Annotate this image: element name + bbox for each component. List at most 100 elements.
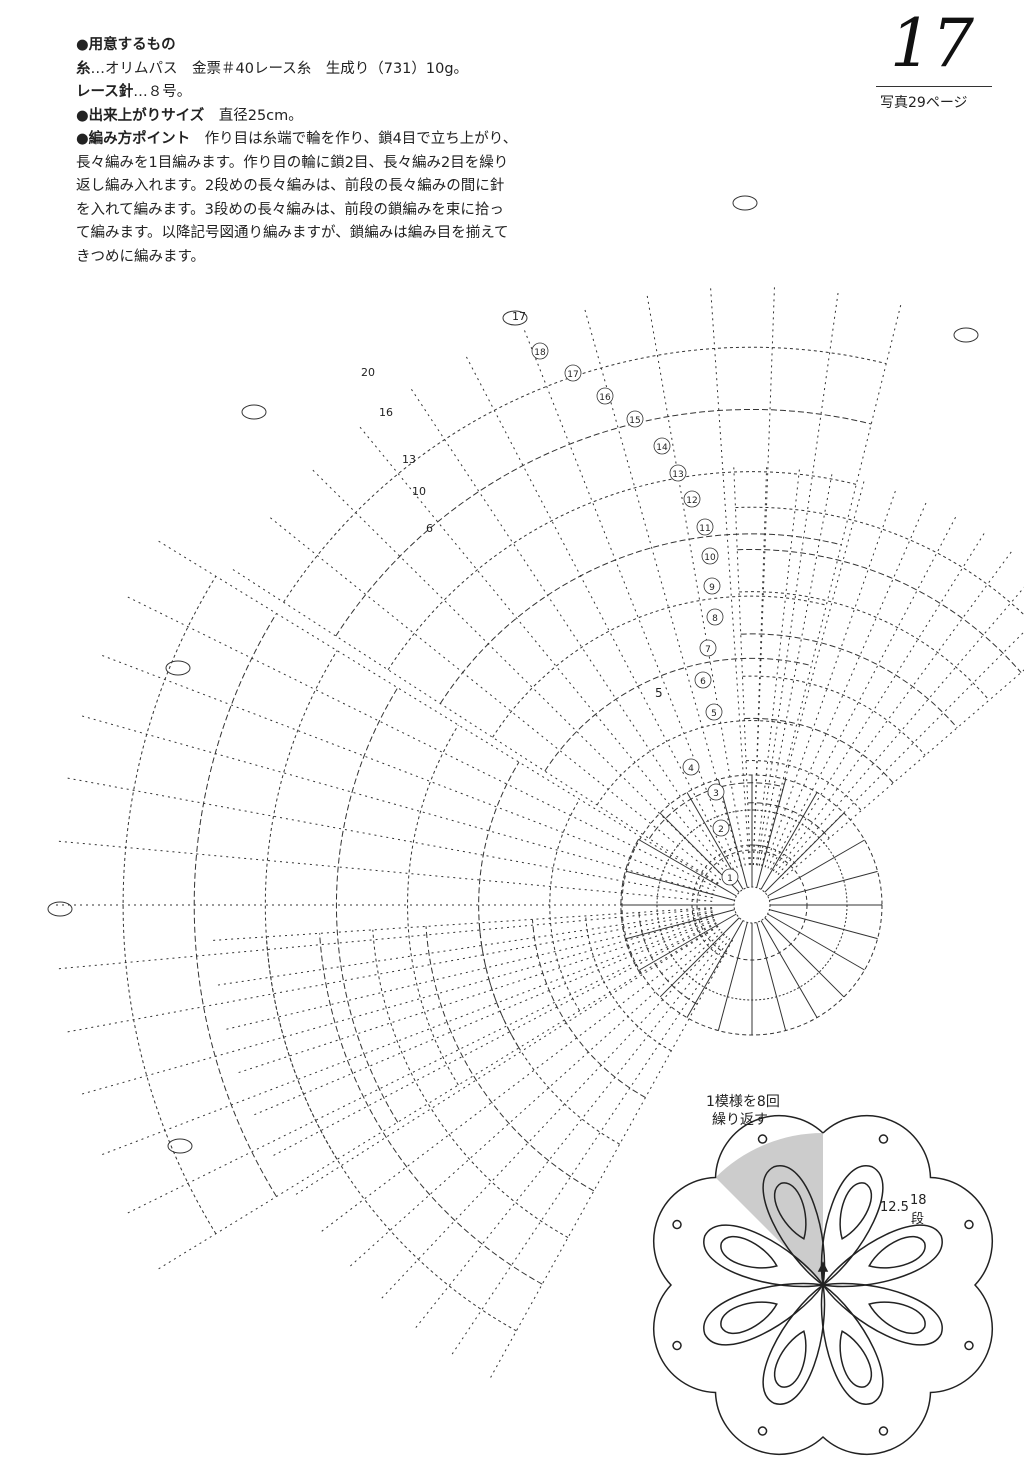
round-label-circle	[531, 342, 549, 360]
start-arrow-head	[817, 1261, 829, 1272]
page-number-rule	[876, 86, 992, 87]
round-label-center: 18	[534, 348, 546, 358]
shell-spoke	[755, 467, 801, 866]
shell-spoke	[761, 303, 902, 867]
petal	[821, 1219, 974, 1288]
shell-spoke	[154, 925, 719, 1272]
points-heading: ●編み方ポイント	[76, 131, 191, 147]
round-label-center: 13	[672, 470, 683, 480]
round-label-left: 13	[402, 453, 416, 466]
shell-spoke	[311, 468, 724, 878]
round-label-center: 5	[711, 709, 717, 719]
shell-arc	[336, 687, 399, 1123]
stitch-spoke	[760, 792, 818, 890]
round-label-circle	[705, 703, 723, 721]
points-line-4: を入れて編みます。3段めの長々編みは、前段の鎖編みを束に拾っ	[76, 201, 504, 218]
shell-arc	[122, 576, 217, 1234]
shell-spoke	[268, 516, 722, 881]
dimension-label: 12.5	[880, 1200, 909, 1215]
stitch-spoke	[717, 779, 748, 888]
round-label-circle	[706, 608, 724, 626]
picot-dot	[878, 1134, 889, 1144]
round-label-circle	[596, 387, 614, 405]
stitch-spoke	[769, 870, 878, 901]
shell-spoke	[98, 918, 715, 1157]
shell-spoke	[646, 293, 746, 866]
shell-spoke	[63, 776, 713, 899]
shell-arc	[691, 908, 724, 958]
stitch-spoke	[686, 920, 744, 1018]
repeat-note-line-2: 繰り返す	[712, 1112, 768, 1128]
stitch-spoke	[769, 909, 878, 940]
stitch-spoke	[756, 922, 787, 1031]
round-label-center: 8	[712, 614, 718, 624]
shell-spoke	[772, 531, 986, 872]
shell-spoke	[764, 489, 897, 868]
petal	[821, 1282, 974, 1351]
scalloped-outline	[652, 1114, 994, 1456]
materials-heading: ●用意するもの	[76, 37, 176, 53]
picot-dot	[878, 1426, 889, 1436]
shell-arc	[735, 506, 1024, 616]
rounds-unit-label: 段	[911, 1212, 924, 1227]
round-label-circle	[694, 671, 712, 689]
round-label-circle	[653, 437, 671, 455]
round-label-left: 6	[426, 522, 433, 535]
round-label-circle	[712, 819, 730, 837]
photo-reference: 写真29ページ	[880, 95, 968, 111]
round-label-5: 5	[655, 686, 663, 700]
shell-spoke	[124, 594, 717, 888]
shell-spoke	[761, 479, 865, 867]
stitch-spoke	[717, 922, 748, 1031]
shell-arc	[264, 650, 338, 1160]
shell-spoke	[779, 631, 1024, 878]
shell-arc	[425, 926, 595, 1192]
round-label-circle	[669, 464, 687, 482]
round-label-circle	[696, 518, 714, 536]
picot-loop	[241, 404, 267, 420]
round-label-center: 12	[686, 496, 697, 506]
round-label-circle	[701, 547, 719, 565]
shell-spoke	[583, 307, 742, 867]
shell-arc	[544, 657, 812, 772]
shell-spoke	[124, 922, 717, 1216]
round-label-left: 20	[361, 366, 375, 379]
picot-loop	[953, 327, 979, 343]
petal	[820, 1283, 889, 1436]
shell-arc	[549, 799, 581, 1011]
hook-label: レース針	[76, 84, 134, 100]
picot-dot	[964, 1340, 974, 1351]
chart-stitches	[47, 195, 1024, 1378]
shell-spoke	[709, 286, 750, 866]
shell-arc	[585, 915, 672, 1052]
round-label-circle	[721, 868, 739, 886]
picot-loop	[732, 195, 758, 211]
round-label-left: 10	[412, 485, 426, 498]
hook-text: …８号。	[133, 84, 192, 100]
shell-spoke	[777, 586, 1024, 875]
shell-spoke	[757, 290, 839, 866]
shell-spoke	[770, 515, 957, 870]
picot-dot	[757, 1134, 768, 1144]
shell-arc	[740, 633, 958, 729]
shell-spoke	[98, 653, 715, 892]
stitch-spoke	[626, 870, 735, 901]
stitch-spoke	[626, 909, 735, 940]
shell-arc	[747, 802, 830, 839]
round-label-center: 3	[713, 789, 719, 799]
petal	[757, 1134, 826, 1287]
shell-spoke	[733, 465, 751, 866]
yarn-text: …オリムパス 金票＃40レース糸 生成り（731）10g。	[90, 60, 469, 77]
round-label-center: 14	[656, 443, 668, 453]
shell-spoke	[523, 328, 738, 868]
picot-dot	[672, 1340, 682, 1351]
round-label-17-top: 17	[512, 310, 526, 323]
round-label-center: 4	[688, 764, 694, 774]
round-label-center: 11	[699, 524, 710, 534]
round-label-center: 9	[709, 583, 715, 593]
round-label-center: 10	[704, 553, 716, 563]
round-label-center: 7	[705, 645, 711, 655]
shell-spoke	[767, 500, 928, 869]
shell-spoke	[63, 911, 713, 1034]
